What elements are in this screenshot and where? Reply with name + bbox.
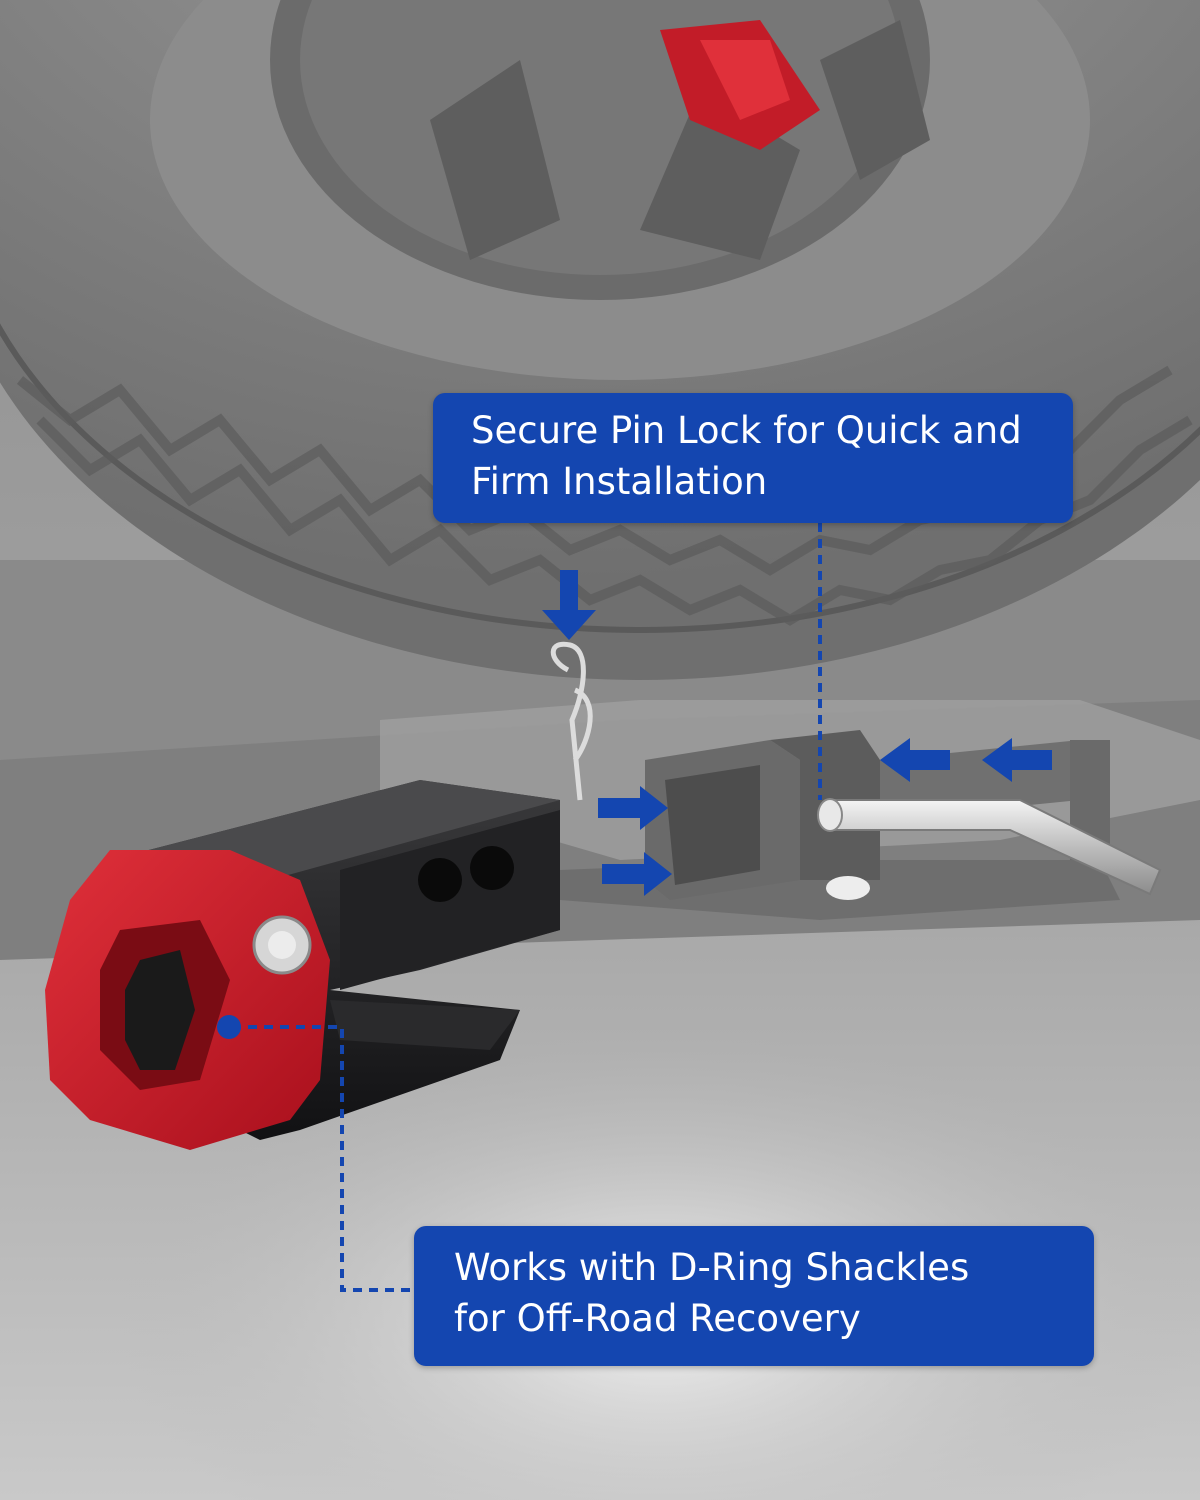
red-shackle-mount — [45, 850, 330, 1150]
direction-arrows — [542, 570, 1052, 896]
callout-dot — [217, 1015, 241, 1039]
callout-d-ring-line1: Works with D-Ring Shackles — [454, 1246, 970, 1289]
hitch-pin — [817, 798, 1162, 896]
callout-pin-lock-line2: Firm Installation — [471, 460, 768, 503]
callout-pin-lock-line1: Secure Pin Lock for Quick and — [471, 409, 1022, 452]
callout-d-ring: Works with D-Ring Shackles for Off-Road … — [414, 1226, 1094, 1366]
callout-d-ring-line2: for Off-Road Recovery — [454, 1297, 861, 1340]
callout-pin-lock: Secure Pin Lock for Quick and Firm Insta… — [433, 393, 1073, 523]
leader-lines — [232, 523, 822, 1292]
r-clip — [550, 641, 593, 801]
